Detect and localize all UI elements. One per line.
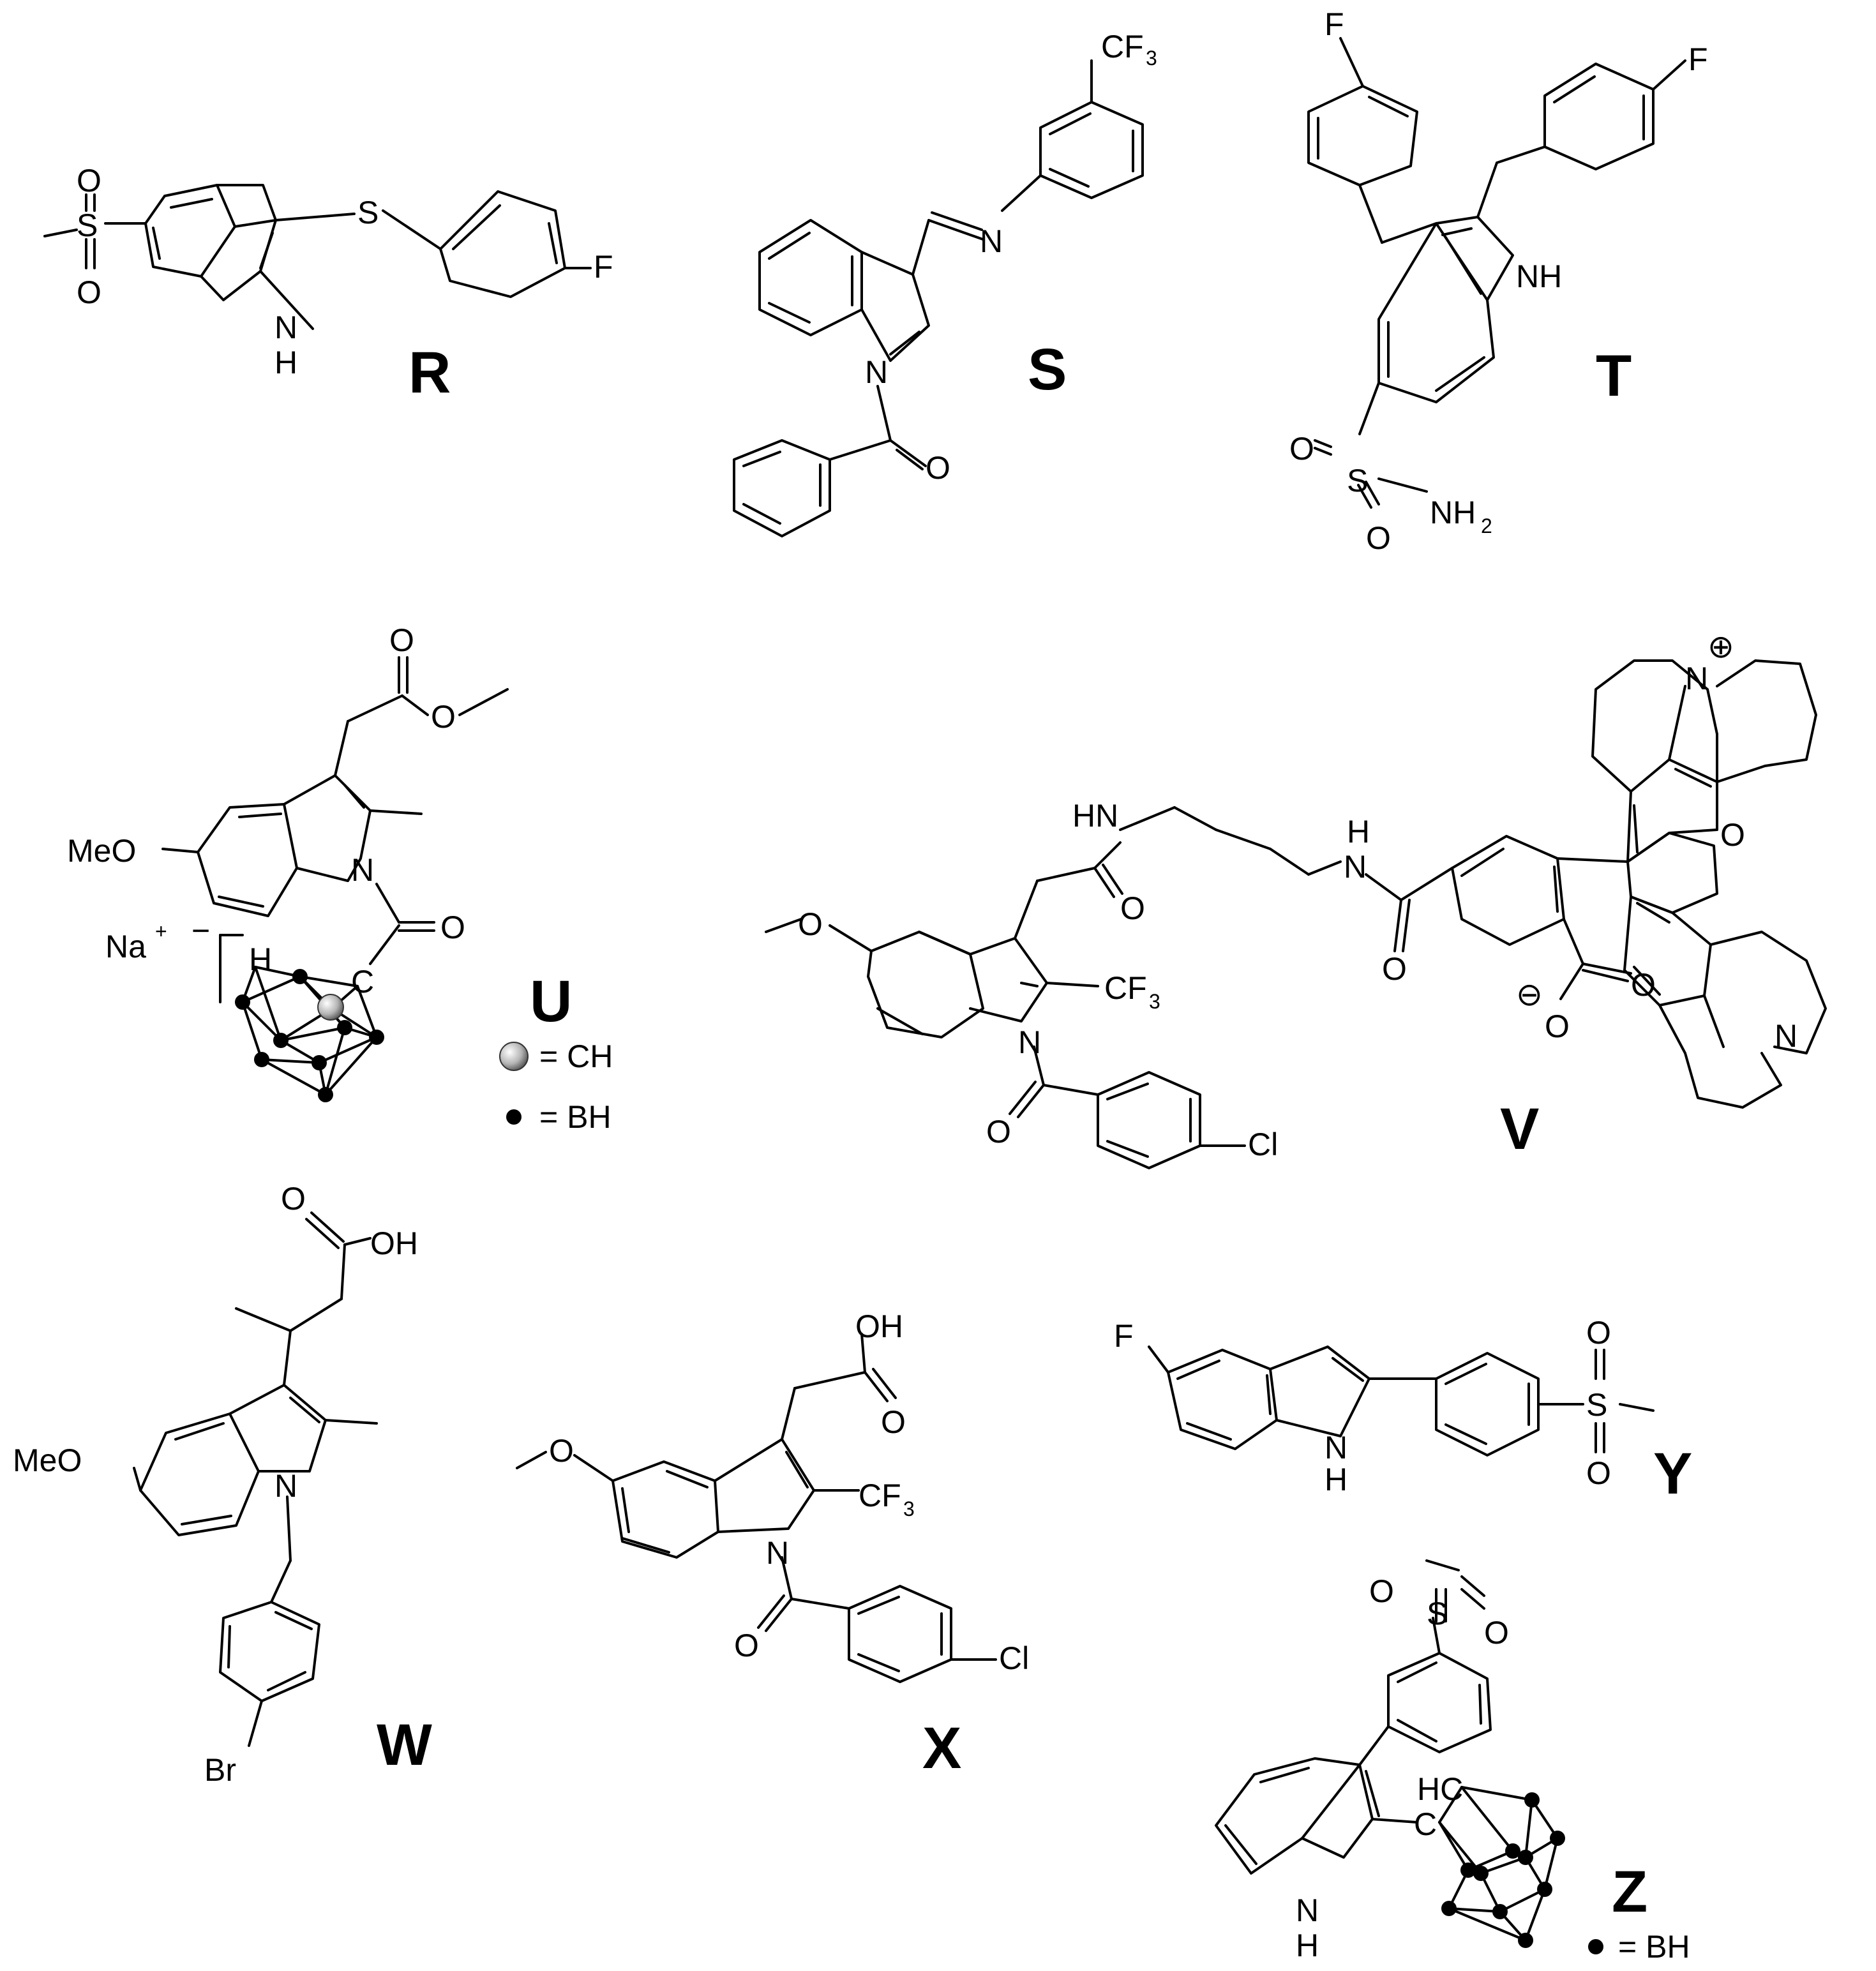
atom-label: 3: [1146, 47, 1157, 70]
atom-label: N: [1018, 1024, 1041, 1060]
atom-label: CF: [859, 1478, 901, 1513]
atom-label: Br: [204, 1752, 236, 1788]
atom-label: O: [1484, 1615, 1509, 1651]
atom-label: NH: [1516, 259, 1562, 294]
compound-V: N ⊕ HN H N O O O CF 3 N O Cl O O ⊖ O N V: [765, 629, 1827, 1169]
atom-label: S: [1586, 1387, 1607, 1423]
atom-label: O: [77, 163, 101, 199]
atom-label: O: [798, 906, 823, 942]
atom-label: C: [1414, 1806, 1437, 1842]
atom-label: C: [351, 964, 374, 1000]
compound-W: O OH MeO N Br W: [13, 1181, 432, 1788]
atom-label: O: [431, 699, 456, 735]
atom-label: N: [274, 310, 297, 345]
atom-label: OH: [370, 1225, 418, 1261]
legend-ch: = CH: [539, 1038, 613, 1074]
compound-label-S: S: [1028, 337, 1067, 402]
atom-label: 3: [903, 1497, 915, 1520]
atom-label: N: [980, 223, 1003, 259]
atom-label: H: [249, 941, 272, 977]
atom-label: O: [549, 1433, 574, 1469]
atom-label: N: [766, 1535, 789, 1571]
atom-label: O: [1369, 1573, 1394, 1609]
atom-label: N: [274, 1468, 297, 1504]
atom-label: F: [1114, 1318, 1134, 1354]
compound-R: O S O S F N H R: [43, 163, 613, 405]
compound-label-R: R: [409, 340, 451, 405]
atom-label: F: [594, 249, 613, 285]
atom-label: HC: [1417, 1771, 1463, 1807]
atom-label: S: [357, 195, 379, 230]
atom-label: CF: [1101, 29, 1144, 64]
atom-label: S: [1427, 1596, 1448, 1631]
atom-label: O: [734, 1628, 759, 1663]
compound-label-Z: Z: [1612, 1859, 1647, 1924]
atom-label: F: [1324, 6, 1344, 42]
atom-label: −: [191, 913, 210, 948]
atom-label: N: [1344, 849, 1367, 885]
atom-label: N: [1296, 1892, 1319, 1928]
atom-label: O: [440, 910, 465, 945]
compound-label-V: V: [1500, 1097, 1539, 1162]
atom-label: H: [274, 345, 297, 380]
compound-label-Y: Y: [1653, 1441, 1692, 1506]
compound-X: OH O O CF 3 N O Cl X: [516, 1308, 1029, 1781]
atom-label: O: [1545, 1008, 1570, 1044]
legend-bh: = BH: [539, 1099, 612, 1135]
atom-label: CF: [1104, 970, 1147, 1006]
atom-label: O: [881, 1404, 906, 1440]
atom-label: OH: [855, 1308, 903, 1344]
compound-label-U: U: [530, 969, 572, 1034]
atom-label: O: [1366, 520, 1391, 556]
atom-label: O: [926, 450, 950, 486]
atom-label: ⊕: [1707, 629, 1734, 664]
atom-label: Cl: [1248, 1127, 1278, 1162]
atom-label: Na: [105, 929, 146, 964]
atom-label: O: [1720, 817, 1745, 853]
atom-label: NH: [1430, 495, 1476, 530]
atom-label: O: [1382, 951, 1407, 987]
atom-label: O: [1586, 1455, 1611, 1491]
atom-label: N: [1685, 661, 1708, 696]
compound-label-X: X: [922, 1716, 961, 1781]
atom-label: 3: [1149, 990, 1160, 1013]
atom-label: H: [1347, 814, 1370, 850]
atom-label: O: [1289, 431, 1314, 467]
atom-label: MeO: [13, 1443, 82, 1478]
atom-label: O: [1586, 1315, 1611, 1351]
atom-label: N: [351, 852, 374, 888]
atom-label: MeO: [67, 833, 136, 869]
compound-label-W: W: [377, 1712, 432, 1778]
legend-bh: = BH: [1618, 1929, 1690, 1965]
atom-label: N: [865, 354, 888, 390]
atom-label: 2: [1481, 514, 1492, 537]
compound-U: O O MeO N O Na + − H C U = CH = BH: [67, 622, 613, 1135]
atom-label: S: [77, 207, 98, 243]
atom-label: H: [1296, 1928, 1319, 1963]
atom-label: N: [1324, 1430, 1347, 1465]
compound-T: F F NH O S NH 2 O T: [1289, 6, 1708, 556]
atom-label: HN: [1072, 798, 1118, 834]
atom-label: S: [1347, 463, 1368, 498]
atom-label: O: [1631, 967, 1656, 1003]
atom-label: O: [389, 622, 414, 658]
atom-label: ⊖: [1516, 977, 1543, 1012]
compound-S: CF 3 N N O S: [733, 29, 1157, 537]
atom-label: H: [1324, 1462, 1347, 1497]
compound-Y: F N H O S O Y: [1114, 1315, 1692, 1506]
atom-label: O: [1120, 890, 1145, 926]
atom-label: +: [155, 920, 167, 943]
atom-label: F: [1688, 41, 1708, 77]
compound-label-T: T: [1596, 343, 1632, 408]
atom-label: O: [77, 274, 101, 310]
compound-Z: O S O HC C N H Z = BH: [1215, 1559, 1690, 1965]
atom-label: N: [1775, 1018, 1797, 1054]
atom-label: O: [986, 1114, 1011, 1150]
atom-label: Cl: [999, 1640, 1029, 1676]
atom-label: O: [281, 1181, 306, 1217]
